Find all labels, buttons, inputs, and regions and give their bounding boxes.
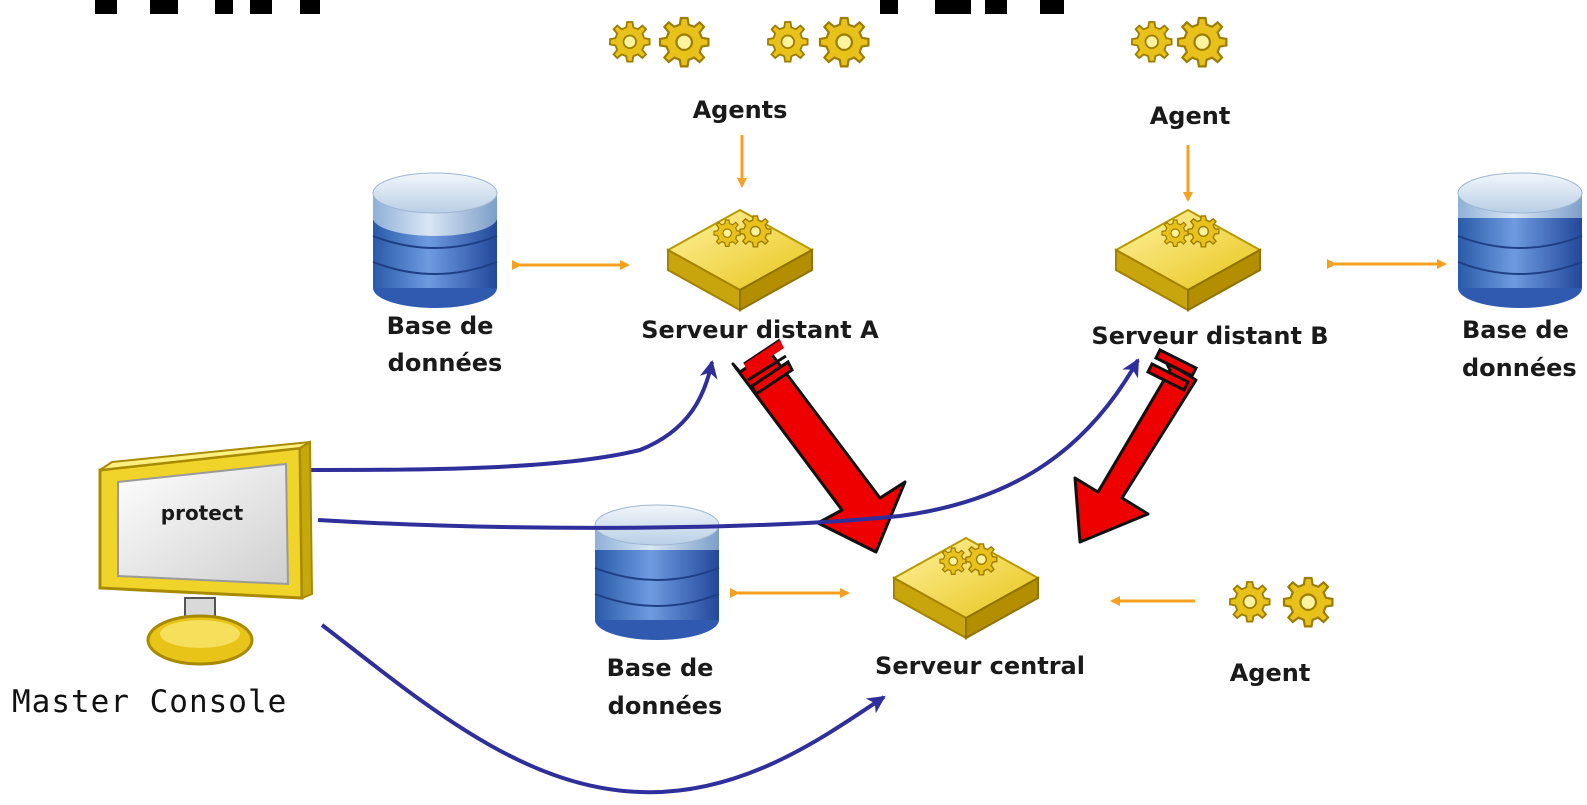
database-icon (1457, 172, 1583, 308)
database-icon (594, 504, 720, 640)
gear-icon (609, 21, 651, 63)
db-a-label-line1: Base de (386, 312, 494, 340)
db-a-label-line2: données (387, 349, 503, 377)
console-to-server-b-arrow (317, 358, 1140, 530)
gear-icon (818, 16, 870, 68)
master-console-label: Master Console (12, 684, 288, 720)
gear-icon (767, 21, 809, 63)
console-logo-text: protect (161, 501, 244, 525)
server-icon (891, 536, 1041, 640)
server-central-label: Serveur central (875, 652, 1085, 680)
server-icon (665, 208, 815, 312)
db-b-label-line2: données (1462, 354, 1577, 382)
gear-icon (1282, 576, 1334, 628)
agents-a-label: Agents (692, 96, 788, 124)
server-a-to-central-red-arrow (731, 338, 907, 554)
monitor-icon: protect (98, 440, 314, 666)
agent-central-label: Agent (1229, 659, 1311, 687)
console-to-server-central-arrow (320, 623, 886, 795)
agent-b-label: Agent (1149, 102, 1231, 130)
db-central-label-line1: Base de (606, 654, 714, 682)
gear-icon (658, 16, 710, 68)
gear-icon (1229, 581, 1271, 623)
db-central-label-line2: données (607, 692, 723, 720)
server-b-label: Serveur distant B (1091, 322, 1329, 350)
server-icon (1113, 208, 1263, 312)
gear-icon (1176, 16, 1228, 68)
console-to-server-a-arrow (307, 360, 718, 472)
server-a-label: Serveur distant A (641, 316, 879, 344)
server-b-to-central-red-arrow (1073, 347, 1199, 544)
database-icon (372, 172, 498, 308)
gear-icon (1131, 21, 1173, 63)
db-b-label-line1: Base de (1462, 316, 1569, 344)
